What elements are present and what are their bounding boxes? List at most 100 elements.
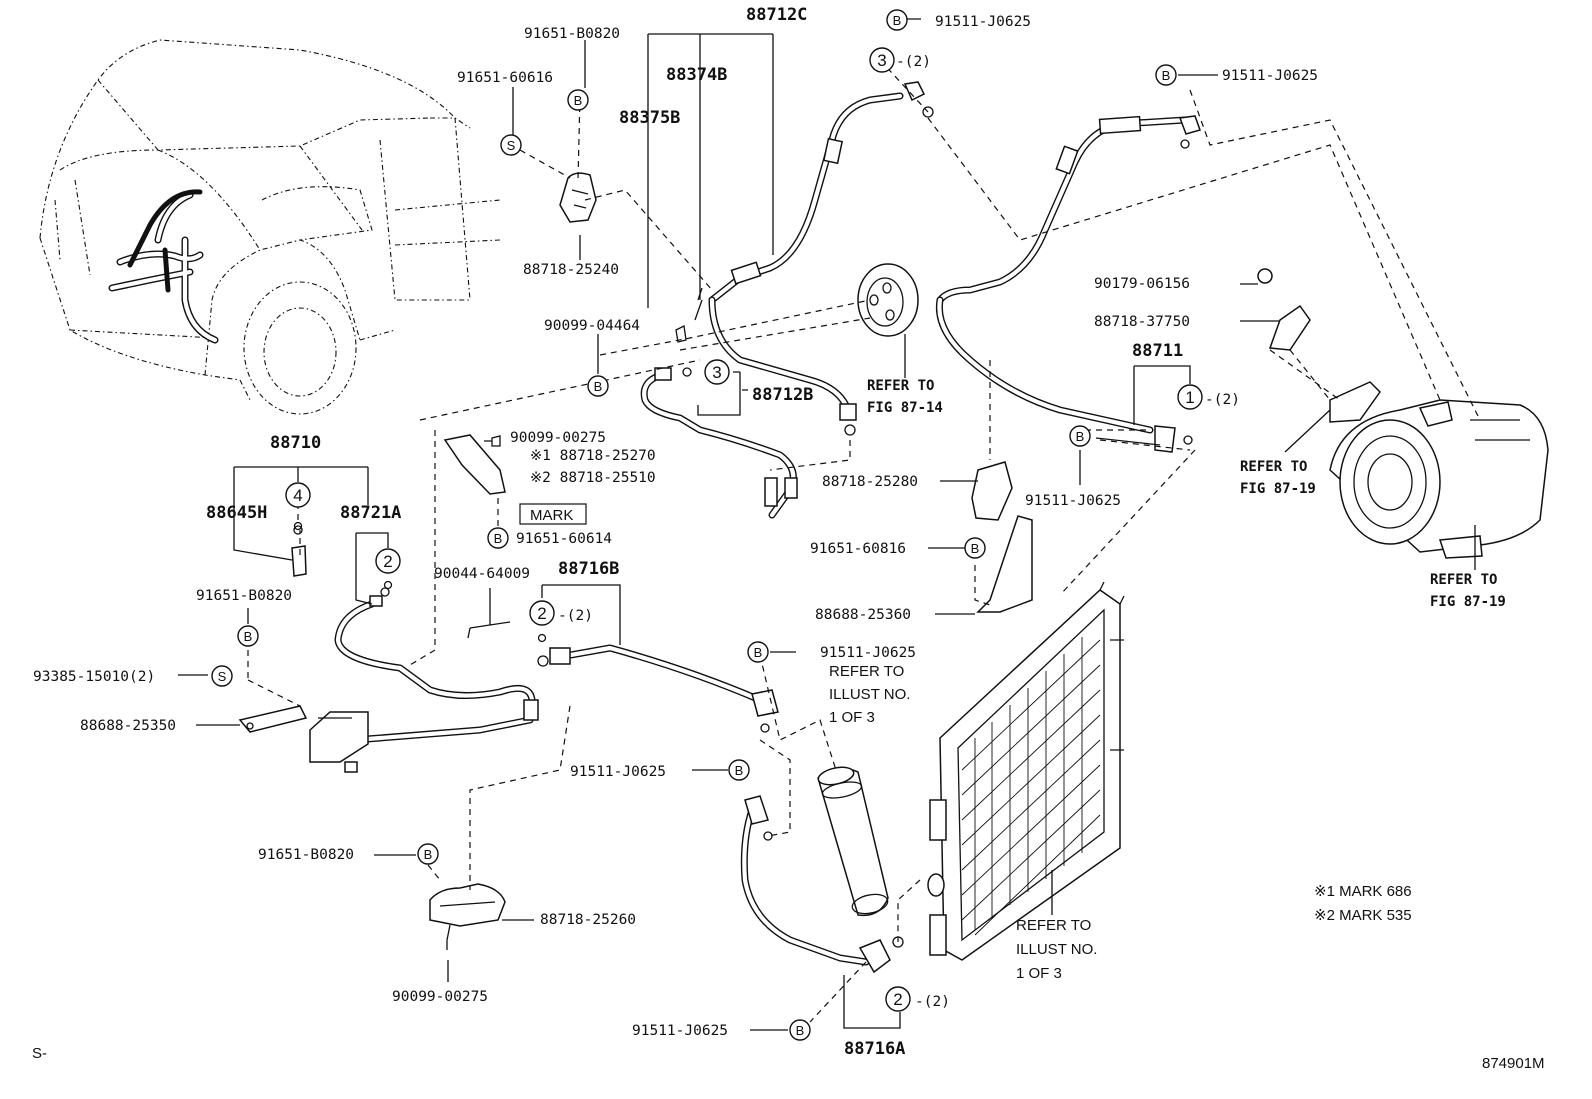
label-91651-60816: 91651-60816: [810, 541, 906, 557]
svg-text:3: 3: [712, 363, 721, 382]
part-labels: 88712C 91511-J0625 -(2) 91651-B0820 9165…: [32, 5, 1545, 1072]
symbol-b-91651-60816: B: [964, 537, 986, 559]
label-88718-25270: ※1 88718-25270: [530, 448, 656, 464]
symbol-b-91511-right: B: [1155, 64, 1177, 86]
circled-2-88716B: 2: [529, 600, 555, 626]
circled-3-88712B: 3: [704, 359, 730, 385]
label-88710: 88710: [270, 433, 321, 453]
label-88712C: 88712C: [746, 5, 807, 25]
refer-illust-b-line3: 1 OF 3: [1016, 965, 1062, 982]
circled-2-88721A: 2: [375, 548, 401, 574]
svg-text:B: B: [735, 763, 744, 778]
symbol-b-91511-bottom: B: [789, 1019, 811, 1041]
svg-text:B: B: [796, 1023, 805, 1038]
brackets-and-clamps: [238, 172, 1311, 950]
refer-illust-a-line2: ILLUST NO.: [829, 686, 910, 703]
pipe-88716A: [740, 795, 904, 974]
refer-87-19-a-line1: REFER TO: [1240, 459, 1307, 475]
label-90044-64009: 90044-64009: [434, 566, 530, 582]
mark-label: MARK: [530, 507, 573, 524]
label-91651-B0820-mid: 91651-B0820: [196, 588, 292, 604]
symbol-s-91651-60616: S: [500, 134, 522, 156]
qty-88716B: -(2): [558, 608, 593, 624]
symbol-b-91651-B0820-low: B: [417, 843, 439, 865]
label-88718-25510: ※2 88718-25510: [530, 470, 656, 486]
refer-87-19-a-line2: FIG 87-19: [1240, 481, 1316, 497]
pipe-88711: [935, 115, 1201, 453]
label-88721A: 88721A: [340, 503, 401, 523]
label-88718-25280: 88718-25280: [822, 474, 918, 490]
svg-text:B: B: [244, 629, 253, 644]
label-88716B: 88716B: [558, 559, 619, 579]
label-88716A: 88716A: [844, 1039, 905, 1059]
label-91511-right: 91511-J0625: [1222, 68, 1318, 84]
compressor: [1329, 381, 1549, 559]
label-91511-rmid: 91511-J0625: [1025, 493, 1121, 509]
note-mark-686: ※1 MARK 686: [1314, 883, 1412, 900]
pipe-88712C: [708, 81, 934, 436]
label-88712B: 88712B: [752, 385, 813, 405]
receiver-drier: [817, 766, 889, 917]
svg-text:3: 3: [877, 51, 886, 70]
label-88688-25360: 88688-25360: [815, 607, 911, 623]
svg-text:4: 4: [293, 486, 302, 505]
svg-text:B: B: [424, 847, 433, 862]
condenser: [927, 581, 1125, 961]
refer-illust-b-line2: ILLUST NO.: [1016, 941, 1097, 958]
pipe-88716B: [537, 644, 779, 733]
qty-88716A: -(2): [915, 994, 950, 1010]
label-90179-06156: 90179-06156: [1094, 276, 1190, 292]
svg-text:B: B: [594, 379, 603, 394]
label-90099-00275-low: 90099-00275: [392, 989, 488, 1005]
label-93385-15010: 93385-15010(2): [33, 669, 155, 685]
label-90099-04464: 90099-04464: [544, 318, 640, 334]
label-91651-B0820-top: 91651-B0820: [524, 26, 620, 42]
svg-text:B: B: [1162, 68, 1171, 83]
svg-text:2: 2: [383, 552, 392, 571]
refer-87-19-b-line2: FIG 87-19: [1430, 594, 1506, 610]
label-91511-bottom: 91511-J0625: [632, 1023, 728, 1039]
label-91651-60616: 91651-60616: [457, 70, 553, 86]
svg-text:1: 1: [1185, 388, 1194, 407]
s-code: S-: [32, 1045, 47, 1062]
label-88375B: 88375B: [619, 108, 680, 128]
label-88711: 88711: [1132, 341, 1183, 361]
svg-text:B: B: [494, 531, 503, 546]
label-91511-mid: 91511-J0625: [820, 645, 916, 661]
figure-id: 874901M: [1482, 1055, 1545, 1072]
label-90099-00275-top: 90099-00275: [510, 430, 606, 446]
label-88688-25350: 88688-25350: [80, 718, 176, 734]
svg-text:S: S: [218, 669, 227, 684]
circled-1-88711: 1: [1177, 384, 1203, 410]
svg-text:B: B: [754, 645, 763, 660]
refer-illust-b-line1: REFER TO: [1016, 917, 1091, 934]
label-88374B: 88374B: [666, 65, 727, 85]
refer-illust-a-line1: REFER TO: [829, 663, 904, 680]
svg-text:B: B: [893, 13, 902, 28]
label-88718-25240: 88718-25240: [523, 262, 619, 278]
symbol-b-91511-mid: B: [747, 641, 769, 663]
label-88718-25260: 88718-25260: [540, 912, 636, 928]
pipe-88721A: [309, 587, 539, 773]
refer-87-14-line1: REFER TO: [867, 378, 934, 394]
symbol-b-91511-rmid: B: [1069, 425, 1091, 447]
symbol-b-91651-B0820-mid: B: [237, 625, 259, 647]
note-mark-535: ※2 MARK 535: [1314, 907, 1412, 924]
circled-4: 4: [285, 482, 311, 508]
refer-87-19-b-line1: REFER TO: [1430, 572, 1497, 588]
svg-text:S: S: [507, 138, 516, 153]
symbol-b-91511-low: B: [728, 759, 750, 781]
circled-2-88716A: 2: [885, 986, 911, 1012]
leader-lines: [178, 18, 1476, 1031]
svg-text:B: B: [574, 93, 583, 108]
label-88645H: 88645H: [206, 503, 267, 523]
svg-text:2: 2: [537, 604, 546, 623]
mark-box: [519, 503, 587, 525]
qty-91511-top: -(2): [896, 54, 931, 70]
symbol-s-93385: S: [211, 665, 233, 687]
label-91511-top: 91511-J0625: [935, 14, 1031, 30]
label-88718-37750: 88718-37750: [1094, 314, 1190, 330]
symbol-b-90099-04464: B: [587, 375, 609, 397]
svg-text:B: B: [1076, 429, 1085, 444]
